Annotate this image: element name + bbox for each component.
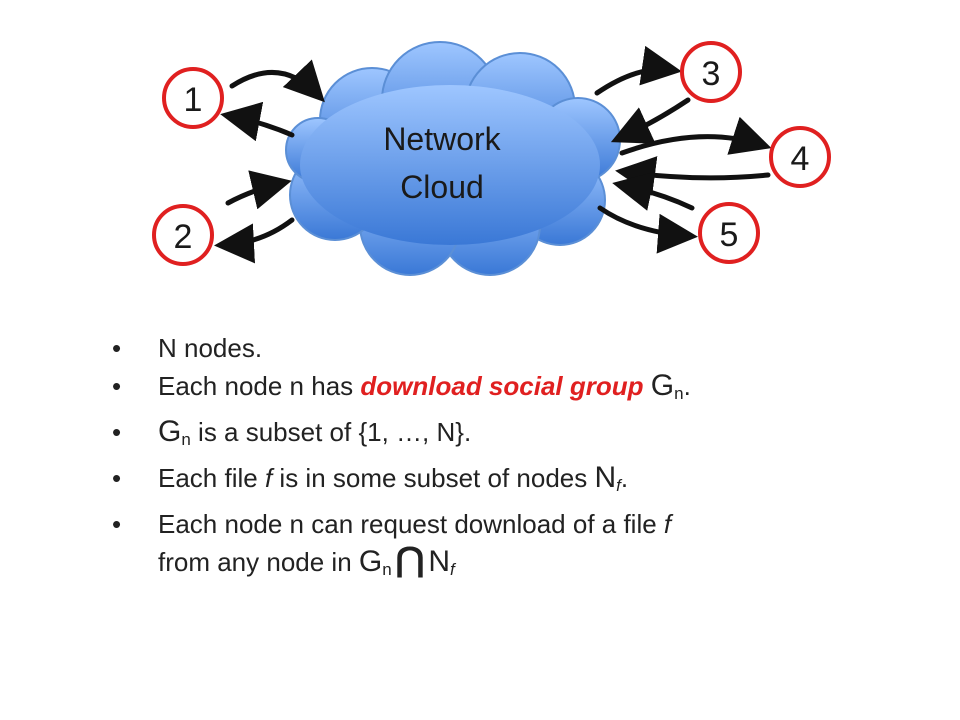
arrow-cloud-to-node3 bbox=[594, 45, 682, 96]
node-4-label: 4 bbox=[791, 140, 810, 178]
subscript-f: f bbox=[616, 476, 621, 495]
node-5: 5 bbox=[698, 202, 760, 264]
bullet-5-text: Each node n can request download of a fi… bbox=[158, 509, 664, 539]
bullet-list: N nodes. Each node n has download social… bbox=[112, 330, 898, 590]
period: . bbox=[620, 463, 629, 493]
node-5-label: 5 bbox=[720, 216, 739, 254]
node-3-label: 3 bbox=[702, 55, 721, 93]
arrow-cloud-to-node1 bbox=[220, 101, 295, 142]
node-4: 4 bbox=[769, 126, 831, 188]
symbol-f: f bbox=[663, 509, 672, 539]
symbol-N: N bbox=[428, 545, 451, 578]
bullet-5-line2: from any node in Gn⋂Nf bbox=[158, 542, 898, 588]
arrow-node3-to-cloud bbox=[610, 97, 691, 144]
period: . bbox=[683, 371, 691, 401]
bullet-4-text-mid: is in some subset of nodes bbox=[272, 463, 595, 493]
bullet-5-line1: Each node n can request download of a fi… bbox=[158, 506, 898, 542]
network-cloud: Network Cloud bbox=[285, 41, 621, 276]
arrow-node2-to-cloud bbox=[225, 170, 292, 210]
bullet-4: Each file f is in some subset of nodes N… bbox=[112, 460, 898, 504]
arrow-cloud-to-node4 bbox=[619, 116, 772, 156]
subscript-n: n bbox=[181, 430, 191, 449]
network-diagram: Network Cloud 1 2 3 4 5 bbox=[152, 41, 831, 276]
arrow-cloud-to-node5 bbox=[597, 205, 698, 254]
node-3: 3 bbox=[680, 41, 742, 103]
symbol-N: N bbox=[594, 461, 617, 494]
symbol-f: f bbox=[264, 463, 273, 493]
subscript-n: n bbox=[382, 560, 392, 579]
arrow-node1-to-cloud bbox=[229, 59, 325, 103]
subscript-n: n bbox=[674, 384, 684, 403]
arrows bbox=[214, 45, 772, 264]
node-1: 1 bbox=[162, 67, 224, 129]
arrow-node5-to-cloud bbox=[612, 171, 695, 211]
cloud-label-line1: Network bbox=[383, 121, 501, 157]
cloud-label-line2: Cloud bbox=[400, 169, 484, 205]
bullet-5: Each node n can request download of a fi… bbox=[112, 506, 898, 588]
symbol-G: G bbox=[650, 369, 675, 402]
bullet-1-text: N nodes. bbox=[158, 333, 263, 363]
bullet-3: Gn is a subset of {1, …, N}. bbox=[112, 414, 898, 458]
node-2: 2 bbox=[152, 204, 214, 266]
node-2-label: 2 bbox=[174, 218, 193, 256]
bullet-1: N nodes. bbox=[112, 330, 898, 366]
bullet-2-text: Each node n has bbox=[158, 371, 361, 401]
intersection-symbol: ⋂ bbox=[395, 541, 425, 579]
arrow-node4-to-cloud bbox=[615, 156, 771, 196]
highlight-download-social-group: download social group bbox=[360, 371, 644, 401]
bullet-4-text: Each file bbox=[158, 463, 265, 493]
bullet-5-text-line2: from any node in bbox=[158, 547, 359, 577]
arrow-cloud-to-node2 bbox=[214, 217, 295, 264]
bullet-2: Each node n has download social group Gn… bbox=[112, 368, 898, 412]
node-1-label: 1 bbox=[184, 81, 203, 119]
symbol-G: G bbox=[158, 415, 182, 448]
bullet-3-text: is a subset of {1, …, N}. bbox=[190, 417, 472, 447]
subscript-f: f bbox=[450, 560, 455, 579]
symbol-G: G bbox=[358, 545, 383, 578]
